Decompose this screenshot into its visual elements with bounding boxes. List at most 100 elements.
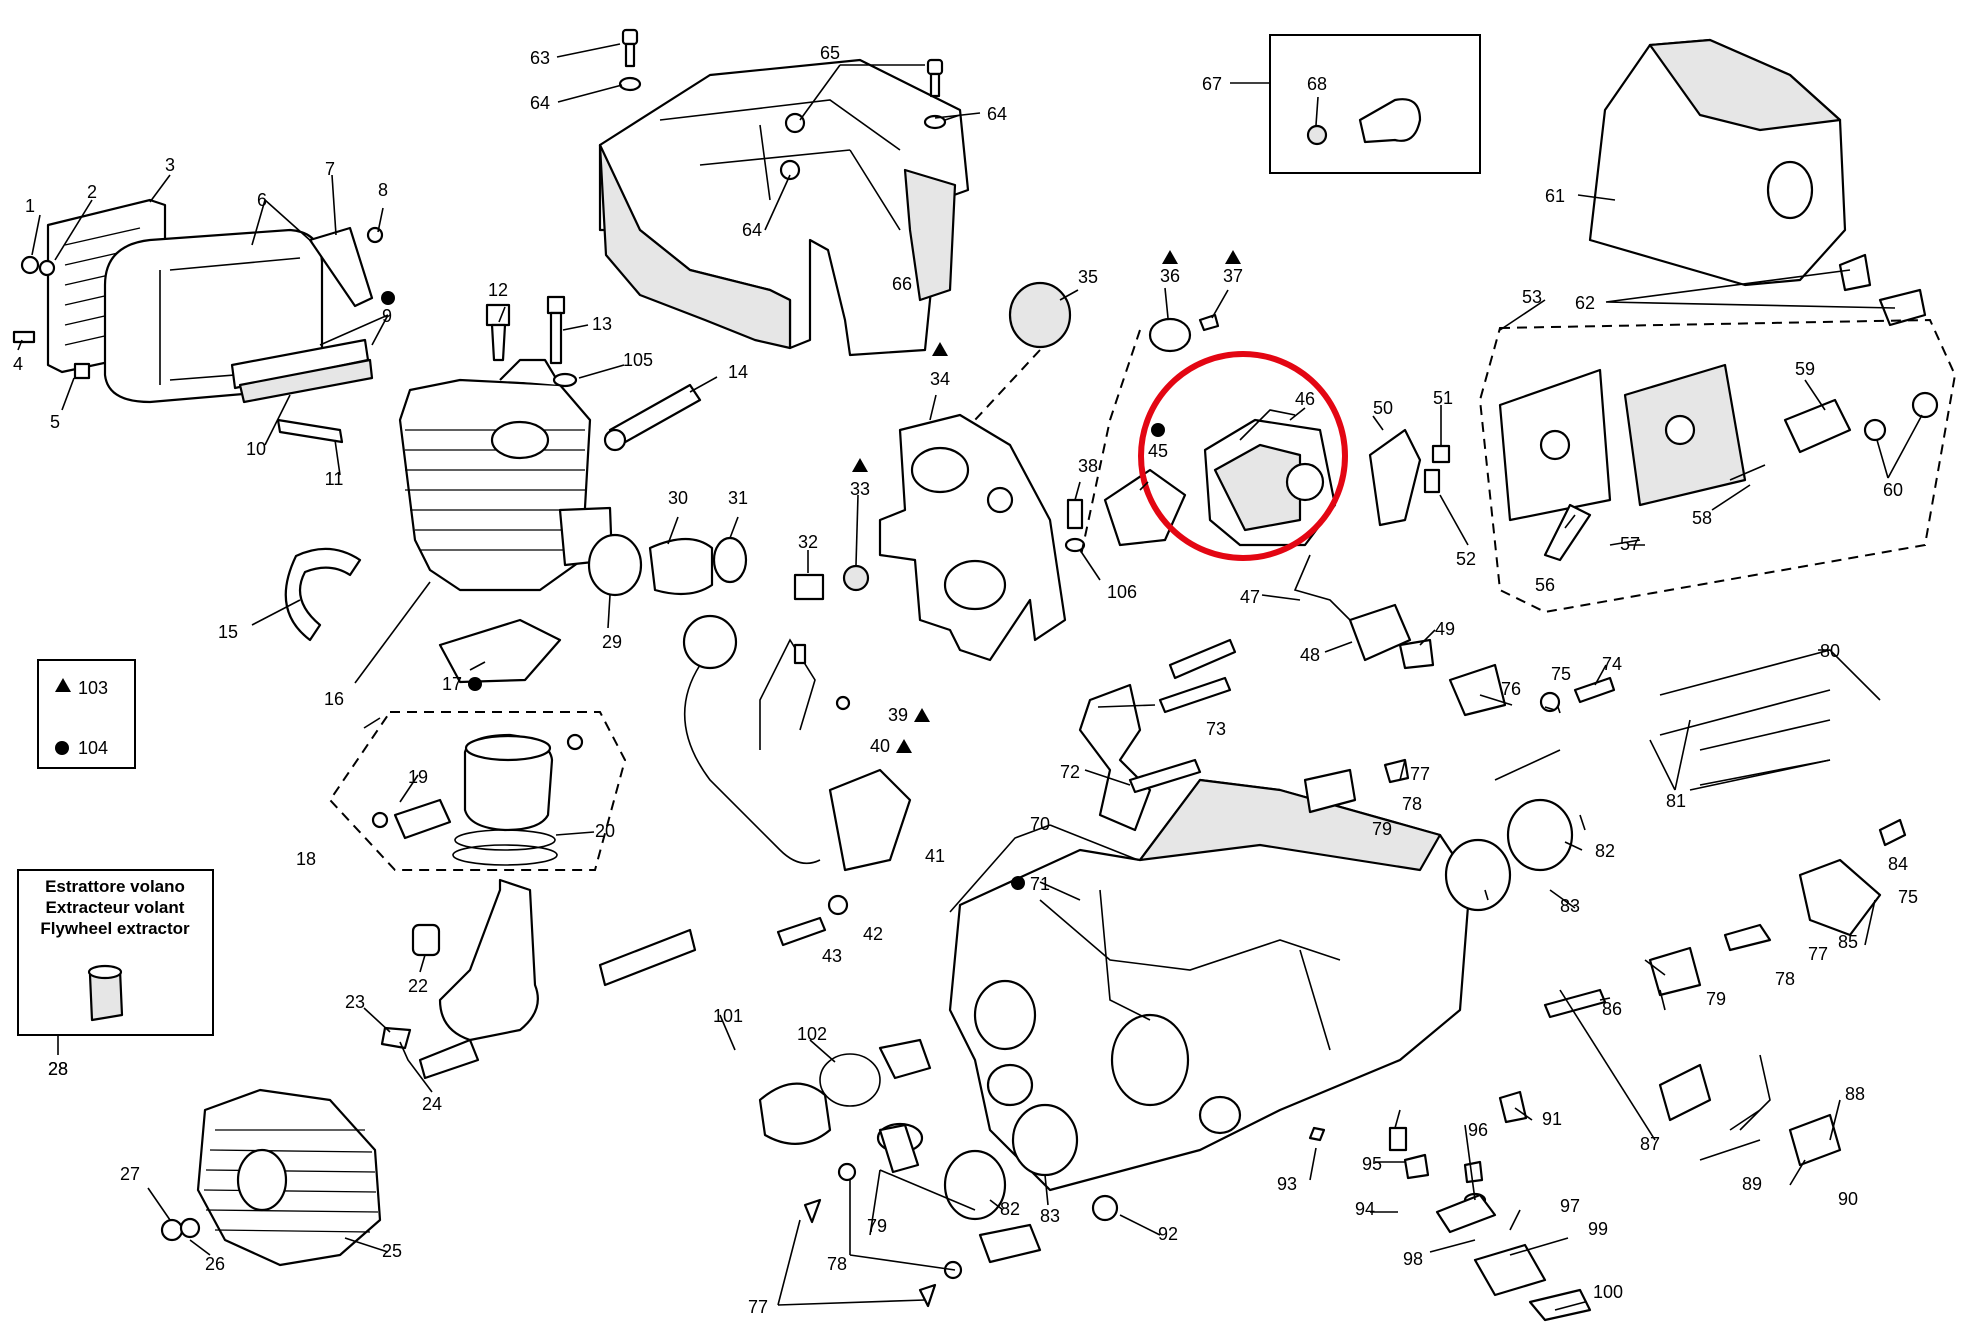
callout: 12 bbox=[488, 280, 508, 300]
callout: 75 bbox=[1898, 887, 1918, 907]
callout: 19 bbox=[408, 767, 428, 787]
callout: 67 bbox=[1202, 74, 1222, 94]
circle-marker-icon bbox=[55, 741, 69, 755]
part-49 bbox=[1398, 638, 1435, 670]
callout: 97 bbox=[1560, 1196, 1580, 1216]
callout: 43 bbox=[822, 946, 842, 966]
callout: 63 bbox=[530, 48, 550, 68]
callout: 7 bbox=[325, 159, 335, 179]
extractor-label-fr: Extracteur volant bbox=[46, 898, 185, 917]
intake-parts bbox=[587, 533, 748, 597]
callout: 88 bbox=[1845, 1084, 1865, 1104]
carburetor-plate-part bbox=[878, 413, 1067, 662]
part-48 bbox=[1348, 603, 1412, 662]
callout: 95 bbox=[1362, 1154, 1382, 1174]
callout: 51 bbox=[1433, 388, 1453, 408]
cylinder-part bbox=[398, 358, 614, 592]
linkage-47-part bbox=[1293, 554, 1351, 621]
impulse-hose-part bbox=[284, 547, 362, 642]
callout: 62 bbox=[1575, 293, 1595, 313]
callout: 71 bbox=[1030, 874, 1050, 894]
part-35 bbox=[1008, 281, 1072, 349]
callout: 5 bbox=[50, 412, 60, 432]
callout: 48 bbox=[1300, 645, 1320, 665]
callout: 32 bbox=[798, 532, 818, 552]
triangle-marker-icon bbox=[896, 739, 912, 753]
circle-marker-icon bbox=[1151, 423, 1165, 437]
callout: 78 bbox=[827, 1254, 847, 1274]
callout: 14 bbox=[728, 362, 748, 382]
cylinder-fasteners bbox=[485, 295, 702, 452]
bolt-73b-part bbox=[1128, 758, 1202, 794]
callout: 30 bbox=[668, 488, 688, 508]
parts-artwork bbox=[12, 28, 1939, 1322]
callout: 29 bbox=[602, 632, 622, 652]
callout: 58 bbox=[1692, 508, 1712, 528]
callout: 93 bbox=[1277, 1174, 1297, 1194]
dashed-groupings bbox=[328, 318, 1957, 871]
callout: 56 bbox=[1535, 575, 1555, 595]
callout: 101 bbox=[713, 1006, 743, 1026]
callout: 70 bbox=[1030, 814, 1050, 834]
callout: 35 bbox=[1078, 267, 1098, 287]
callout: 49 bbox=[1435, 619, 1455, 639]
piston-kit bbox=[371, 733, 584, 866]
callout: 53 bbox=[1522, 287, 1542, 307]
callout: 72 bbox=[1060, 762, 1080, 782]
callout: 45 bbox=[1148, 441, 1168, 461]
triangle-marker-icon bbox=[55, 678, 71, 692]
plug-33-part bbox=[842, 564, 870, 592]
carburetor-part bbox=[1203, 409, 1337, 547]
callout: 18 bbox=[296, 849, 316, 869]
callout: 47 bbox=[1240, 587, 1260, 607]
callout: 3 bbox=[165, 155, 175, 175]
crankshaft-part bbox=[380, 878, 697, 1080]
callout: 98 bbox=[1403, 1249, 1423, 1269]
callout-markers bbox=[381, 250, 1241, 890]
callout: 82 bbox=[1000, 1199, 1020, 1219]
callout: 42 bbox=[863, 924, 883, 944]
air-filter-group-outline bbox=[1478, 318, 1957, 614]
washer-42-part bbox=[827, 894, 849, 916]
callout: 26 bbox=[205, 1254, 225, 1274]
callout: 106 bbox=[1107, 582, 1137, 602]
air-filter-assembly bbox=[1498, 363, 1939, 562]
callout: 81 bbox=[1666, 791, 1686, 811]
callout: 76 bbox=[1501, 679, 1521, 699]
part-67-box bbox=[1269, 34, 1481, 174]
callout: 64 bbox=[742, 220, 762, 240]
filter-cover-part bbox=[1588, 38, 1927, 327]
callout: 83 bbox=[1560, 896, 1580, 916]
callout: 78 bbox=[1775, 969, 1795, 989]
callout: 28 bbox=[48, 1059, 68, 1079]
callout: 83 bbox=[1040, 1206, 1060, 1226]
callout: 77 bbox=[1808, 944, 1828, 964]
callout: 102 bbox=[797, 1024, 827, 1044]
screw-38-part bbox=[1066, 498, 1084, 530]
legend-box: 103 104 bbox=[37, 659, 136, 769]
muffler-assembly bbox=[12, 198, 384, 444]
highlight-circle bbox=[1138, 351, 1348, 561]
callout: 1 bbox=[25, 196, 35, 216]
part-67 bbox=[1358, 98, 1422, 144]
callout: 86 bbox=[1602, 999, 1622, 1019]
extractor-label-en: Flywheel extractor bbox=[40, 919, 190, 938]
screw-43-part bbox=[776, 916, 827, 947]
piston-kit-outline bbox=[328, 711, 627, 871]
callout: 2 bbox=[87, 182, 97, 202]
callout: 25 bbox=[382, 1241, 402, 1261]
dash-35-38 bbox=[1079, 329, 1141, 561]
callout: 79 bbox=[1372, 819, 1392, 839]
part-51 bbox=[1431, 444, 1451, 464]
bracket-50-part bbox=[1368, 428, 1422, 527]
callout: 85 bbox=[1838, 932, 1858, 952]
callout: 50 bbox=[1373, 398, 1393, 418]
circle-marker-icon bbox=[1011, 876, 1025, 890]
cover-screws bbox=[618, 28, 947, 130]
callout: 91 bbox=[1542, 1109, 1562, 1129]
bottom-small-parts bbox=[758, 1038, 1592, 1322]
callout: 38 bbox=[1078, 456, 1098, 476]
callout: 89 bbox=[1742, 1174, 1762, 1194]
callout: 34 bbox=[930, 369, 950, 389]
